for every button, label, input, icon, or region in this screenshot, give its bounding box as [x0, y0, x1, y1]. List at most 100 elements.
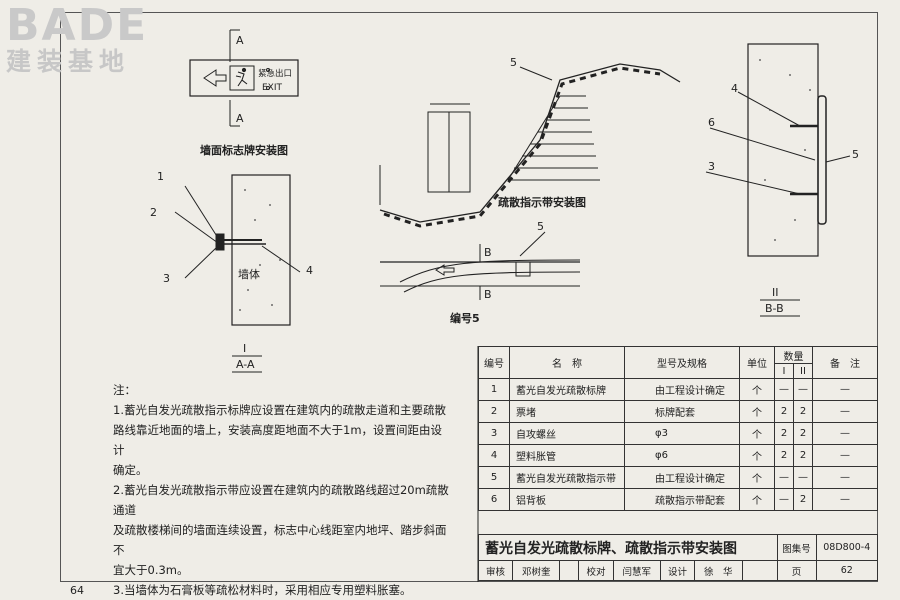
- page-label: 页: [776, 560, 817, 581]
- cell-spec: 由工程设计确定: [624, 378, 740, 401]
- cell-no: 4: [478, 444, 510, 467]
- exit-sign-outline: [189, 59, 299, 97]
- notes-block: 注： 1.蓄光自发光疏散指示标牌应设置在建筑内的疏散走道和主要疏散 路线靠近地面…: [113, 380, 453, 600]
- cell-q2: 2: [793, 488, 813, 511]
- cell-remark: —: [812, 444, 878, 467]
- design-label: 设计: [659, 560, 695, 581]
- note-line: 确定。: [113, 463, 148, 477]
- view-label-aa: A-A: [236, 358, 255, 371]
- cell-spec: 由工程设计确定: [624, 466, 740, 489]
- cell-name: 自攻螺丝: [509, 422, 625, 445]
- section-a-top: A: [236, 34, 244, 47]
- notes-heading: 注：: [113, 383, 136, 397]
- reviewer: 邓树奎: [512, 560, 561, 581]
- cell-remark: —: [812, 422, 878, 445]
- table-row: 1 蓄光自发光疏散标牌 由工程设计确定 个 — — —: [478, 378, 878, 401]
- th-unit: 单位: [739, 346, 775, 379]
- note-line: 宜大于0.3m。: [113, 563, 189, 577]
- logo-big-text: BADE: [6, 0, 149, 51]
- cell-spec: 疏散指示带配套: [624, 488, 740, 511]
- cell-no: 5: [478, 466, 510, 489]
- drawing-title: 蓄光自发光疏散标牌、疏散指示带安装图: [478, 534, 778, 561]
- table-row: 6 铝背板 疏散指示带配套 个 — 2 —: [478, 488, 878, 511]
- wall-section-aa: [231, 174, 291, 326]
- callout-5-bb: 5: [852, 148, 859, 161]
- logo-small-text: 建装基地: [6, 47, 131, 76]
- title-block: 蓄光自发光疏散标牌、疏散指示带安装图 图集号 08D800-4 审核 邓树奎 校…: [477, 534, 879, 581]
- designer: 徐 华: [693, 560, 743, 581]
- cell-unit: 个: [739, 466, 775, 489]
- view-label-bb: B-B: [765, 302, 784, 315]
- callout-6-bb: 6: [708, 116, 715, 129]
- exit-text-cn: 紧急出口: [258, 68, 292, 79]
- exit-text-en: EXIT: [262, 83, 283, 93]
- cell-q1: 2: [774, 444, 794, 467]
- cell-q2: 2: [793, 444, 813, 467]
- cell-unit: 个: [739, 444, 775, 467]
- cell-q1: —: [774, 378, 794, 401]
- th-name: 名 称: [509, 346, 625, 379]
- arrow-left-icon-strip: [435, 264, 455, 276]
- cell-spec: φ3: [624, 422, 740, 445]
- drawing-frame: [60, 12, 878, 582]
- exit-figure-icon: [515, 261, 531, 277]
- item5-label: 编号5: [450, 311, 480, 325]
- book-page-number: 64: [70, 584, 84, 597]
- cell-remark: —: [812, 378, 878, 401]
- page-no: 62: [815, 560, 879, 581]
- th-q2: II: [793, 363, 813, 379]
- cell-q1: 2: [774, 422, 794, 445]
- strip-title: 疏散指示带安装图: [498, 195, 586, 209]
- note-line: 3.当墙体为石膏板等疏松材料时，采用相应专用塑料胀塞。: [113, 583, 412, 597]
- cell-q1: —: [774, 466, 794, 489]
- parts-table: 编号 名 称 型号及规格 单位 数量 备 注 I II 1 蓄光自发光疏散标牌 …: [478, 346, 878, 511]
- cell-name: 票堵: [509, 400, 625, 423]
- cell-name: 塑料胀管: [509, 444, 625, 467]
- running-man-icon: [229, 65, 255, 91]
- review-label: 审核: [477, 560, 514, 581]
- note-line: 2.蓄光自发光疏散指示带应设置在建筑内的疏散路线超过20m疏散通道: [113, 483, 449, 517]
- cell-unit: 个: [739, 378, 775, 401]
- cell-remark: —: [812, 400, 878, 423]
- th-q1: I: [774, 363, 794, 379]
- cell-unit: 个: [739, 422, 775, 445]
- section-b-bottom: B: [484, 288, 492, 301]
- table-row: 3 自攻螺丝 φ3 个 2 2 —: [478, 422, 878, 445]
- note-line: 路线靠近地面的墙上，安装高度距地面不大于1m，设置间距由设计: [113, 423, 443, 457]
- callout-1: 1: [157, 170, 164, 183]
- table-row: 4 塑料胀管 φ6 个 2 2 —: [478, 444, 878, 467]
- cell-remark: —: [812, 488, 878, 511]
- note-line: 1.蓄光自发光疏散指示标牌应设置在建筑内的疏散走道和主要疏散: [113, 403, 446, 417]
- cell-q2: 2: [793, 400, 813, 423]
- cell-q2: —: [793, 378, 813, 401]
- cell-q1: —: [774, 488, 794, 511]
- wall-label: 墙体: [238, 267, 260, 281]
- cell-spec: φ6: [624, 444, 740, 467]
- cell-no: 2: [478, 400, 510, 423]
- arrow-left-icon: [203, 69, 227, 87]
- callout-4: 4: [306, 264, 313, 277]
- th-remark: 备 注: [812, 346, 878, 379]
- view-label-i: I: [243, 342, 246, 355]
- cell-name: 铝背板: [509, 488, 625, 511]
- cell-no: 1: [478, 378, 510, 401]
- callout-3-bb: 3: [708, 160, 715, 173]
- callout-5-strip: 5: [537, 220, 544, 233]
- cell-name: 蓄光自发光疏散标牌: [509, 378, 625, 401]
- cell-q2: 2: [793, 422, 813, 445]
- check-label: 校对: [578, 560, 614, 581]
- callout-3: 3: [163, 272, 170, 285]
- cell-spec: 标牌配套: [624, 400, 740, 423]
- atlas-label: 图集号: [776, 534, 817, 561]
- checker: 闫慧军: [612, 560, 661, 581]
- callout-5-stair: 5: [510, 56, 517, 69]
- cell-unit: 个: [739, 488, 775, 511]
- view-label-ii: II: [772, 286, 779, 299]
- section-b-top: B: [484, 246, 492, 259]
- cell-no: 6: [478, 488, 510, 511]
- cell-q2: —: [793, 466, 813, 489]
- callout-2: 2: [150, 206, 157, 219]
- table-row: 2 票堵 标牌配套 个 2 2 —: [478, 400, 878, 423]
- staircase-strip: [379, 63, 681, 223]
